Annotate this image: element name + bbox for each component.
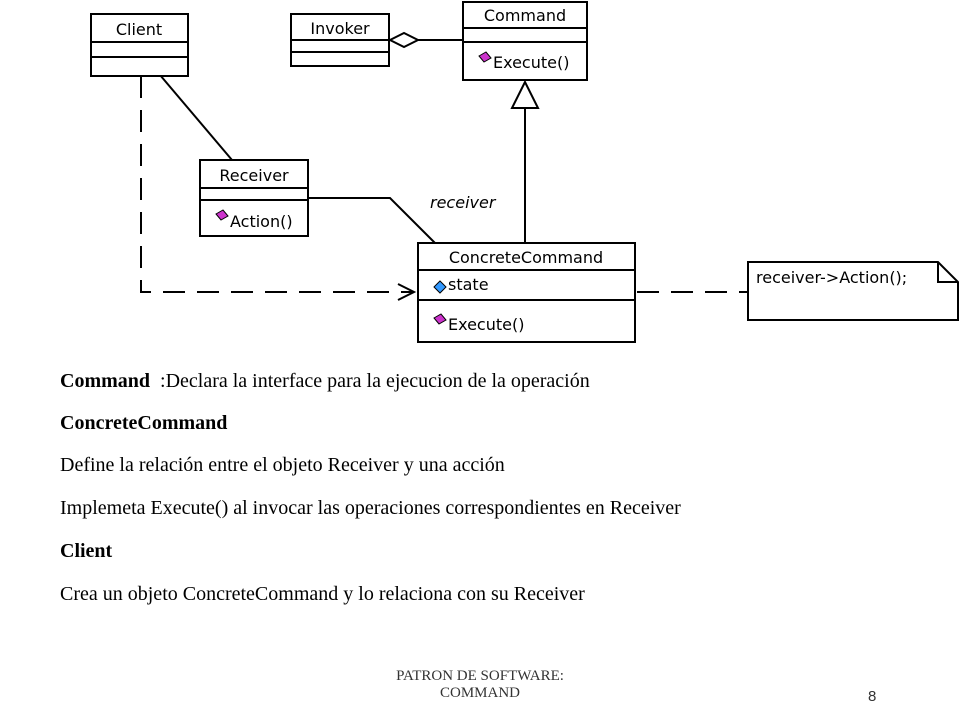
attribute-icon — [433, 280, 447, 294]
class-concrete-command-name: ConcreteCommand — [449, 248, 603, 267]
class-command-name: Command — [484, 6, 566, 25]
receiver-operation: Action() — [230, 212, 293, 231]
generalization-triangle — [510, 79, 540, 109]
dependency-arrowhead — [397, 283, 417, 301]
text-line-client-title: Client — [60, 540, 112, 563]
class-invoker-name: Invoker — [310, 19, 370, 38]
text-line-concrete-title: ConcreteCommand — [60, 412, 227, 435]
text-line-client-desc: Crea un objeto ConcreteCommand y lo rela… — [60, 583, 585, 605]
heading-client: Client — [60, 540, 113, 562]
operation-icon — [215, 209, 229, 221]
command-description: :Declara la interface para la ejecucion … — [160, 370, 590, 392]
class-client: Client — [90, 13, 189, 77]
class-concrete-command: ConcreteCommand state Execute() — [417, 242, 636, 343]
class-receiver: Receiver Action() — [199, 159, 309, 237]
operation-icon — [433, 313, 447, 325]
note: receiver->Action(); — [747, 261, 959, 321]
concrete-operation: Execute() — [448, 315, 524, 334]
note-text: receiver->Action(); — [756, 268, 907, 287]
text-line-concrete-desc-1: Define la relación entre el objeto Recei… — [60, 454, 505, 476]
text-line-command: Command :Declara la interface para la ej… — [60, 370, 590, 393]
client-dependency — [140, 76, 412, 293]
concrete-attribute: state — [448, 275, 489, 294]
heading-command: Command — [60, 370, 151, 392]
operation-icon — [478, 51, 492, 63]
uml-diagram: Client Invoker Command Execute() Receive… — [90, 1, 959, 343]
class-receiver-name: Receiver — [219, 166, 289, 185]
slide-footer: PATRON DE SOFTWARE: COMMAND — [330, 668, 630, 702]
class-invoker: Invoker — [290, 13, 390, 67]
command-operation: Execute() — [493, 53, 569, 72]
text-line-concrete-desc-2: Implemeta Execute() al invocar las opera… — [60, 497, 681, 519]
class-command: Command Execute() — [462, 1, 588, 81]
client-receiver-association — [159, 74, 233, 161]
class-client-name: Client — [116, 20, 162, 39]
association-label: receiver — [430, 193, 497, 212]
footer-line-1: PATRON DE SOFTWARE: — [396, 668, 564, 684]
receiver-concrete-association — [308, 197, 436, 244]
heading-concrete-command: ConcreteCommand — [60, 412, 228, 434]
aggregation-diamond — [387, 31, 421, 49]
footer-line-2: COMMAND — [439, 685, 520, 701]
page-number: 8 — [868, 688, 877, 705]
